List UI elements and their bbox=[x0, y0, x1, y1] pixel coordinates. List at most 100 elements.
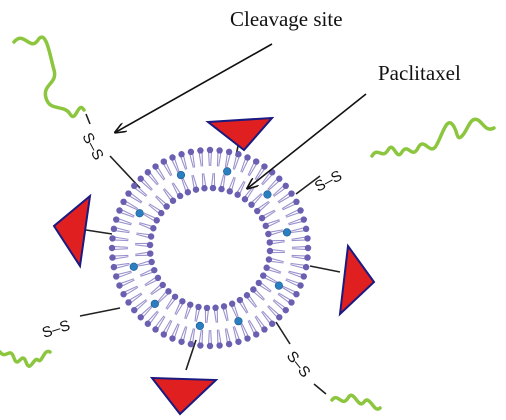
lipid-head bbox=[220, 303, 228, 310]
paclitaxel-dot bbox=[223, 167, 232, 176]
lipid-head bbox=[184, 189, 192, 196]
lipid-head bbox=[169, 335, 176, 342]
lipid-head bbox=[288, 190, 295, 197]
lipid-head bbox=[131, 182, 138, 190]
lipid-head bbox=[203, 304, 211, 312]
linker-lines bbox=[79, 113, 341, 395]
lipid-head bbox=[236, 296, 244, 304]
lipid-head bbox=[113, 273, 120, 280]
paclitaxel-dot bbox=[176, 170, 186, 180]
lipid-head bbox=[125, 299, 132, 306]
paclitaxel-dot bbox=[263, 190, 272, 199]
lipid-head bbox=[163, 203, 170, 210]
lipid-head bbox=[282, 182, 289, 190]
lipid-head bbox=[110, 263, 118, 271]
lipid-head bbox=[108, 244, 116, 252]
lipid-head bbox=[152, 326, 159, 333]
lipid-head bbox=[209, 184, 217, 192]
linker-line-bottom-right bbox=[275, 321, 291, 345]
lipid-head bbox=[153, 217, 160, 224]
lipid-head bbox=[212, 304, 219, 311]
paclitaxel-dot bbox=[135, 209, 144, 218]
lipid-head bbox=[192, 186, 200, 193]
paclitaxel-dot bbox=[234, 317, 243, 326]
lipid-head bbox=[176, 192, 184, 200]
lipid-head bbox=[137, 314, 144, 321]
lipid-head bbox=[131, 306, 138, 314]
targeting-ligands bbox=[52, 116, 376, 416]
lipid-head bbox=[265, 230, 272, 238]
lipid-head bbox=[216, 342, 223, 349]
lipid-head bbox=[225, 340, 233, 348]
lipid-head bbox=[154, 274, 162, 282]
lipid-head bbox=[116, 282, 123, 289]
inner-leaflet bbox=[134, 172, 286, 324]
lipid-head bbox=[248, 201, 255, 208]
lipid-head bbox=[187, 301, 194, 308]
lipid-head bbox=[297, 207, 304, 214]
lipid-head bbox=[206, 342, 214, 350]
lipid-head bbox=[206, 146, 214, 154]
cleavage-site-label: Cleavage site bbox=[230, 7, 343, 31]
lipid-head bbox=[187, 340, 195, 348]
lipid-head bbox=[276, 175, 283, 182]
lipid-head bbox=[116, 207, 123, 214]
lipid-head bbox=[158, 209, 165, 217]
ss-linker-bottom-left: S–S bbox=[40, 317, 72, 342]
lipid-head bbox=[195, 303, 202, 311]
polymer-chain-top-left bbox=[12, 35, 86, 119]
lipid-head bbox=[169, 154, 176, 161]
lipid-head bbox=[250, 286, 257, 293]
lipid-bilayer bbox=[108, 146, 312, 350]
lipid-head bbox=[304, 254, 311, 261]
lipid-head bbox=[120, 290, 127, 298]
lipid-head bbox=[147, 233, 155, 240]
lipid-head bbox=[125, 190, 132, 197]
lipid-head bbox=[244, 335, 251, 342]
lipid-head bbox=[146, 241, 154, 249]
lipid-head bbox=[268, 320, 276, 327]
lipid-head bbox=[266, 239, 273, 246]
lipid-head bbox=[159, 281, 166, 289]
lipid-head bbox=[144, 169, 152, 176]
lipid-head bbox=[110, 225, 118, 233]
lipid-head bbox=[255, 279, 262, 287]
lipid-head bbox=[258, 214, 266, 222]
outer-leaflet bbox=[108, 146, 312, 350]
lipid-head bbox=[109, 235, 116, 242]
paclitaxel-label: Paclitaxel bbox=[378, 61, 461, 85]
lipid-head bbox=[201, 185, 208, 192]
paclitaxel-arrow bbox=[248, 93, 367, 188]
lipid-head bbox=[252, 158, 260, 165]
ligand-stem-right bbox=[309, 265, 341, 273]
lipid-head bbox=[160, 331, 168, 338]
linker-line-top-right bbox=[295, 175, 321, 195]
ligand-triangle-right bbox=[338, 243, 376, 317]
lipid-head bbox=[109, 254, 116, 261]
lipid-head bbox=[178, 151, 185, 158]
lipid-head bbox=[151, 266, 158, 274]
polymer-chain-top-right bbox=[370, 117, 496, 158]
lipid-head bbox=[226, 188, 233, 195]
paclitaxel-dot bbox=[150, 299, 159, 308]
lipid-head bbox=[241, 196, 249, 203]
ss-linker-top-right: S–S bbox=[312, 167, 345, 195]
lipid-head bbox=[218, 185, 225, 193]
lipid-head bbox=[293, 290, 300, 298]
lipid-head bbox=[165, 288, 172, 295]
lipid-head bbox=[120, 198, 127, 206]
polymer-chain-bottom-left bbox=[0, 349, 52, 368]
lipid-head bbox=[178, 338, 185, 345]
ss-linker-bottom-right: S–S bbox=[283, 348, 314, 381]
lipid-head bbox=[197, 342, 204, 349]
lipid-head bbox=[261, 326, 268, 333]
lipid-head bbox=[160, 158, 168, 165]
lipid-head bbox=[147, 250, 154, 257]
lipid-head bbox=[197, 147, 204, 154]
polymer-chains bbox=[0, 35, 496, 411]
ligand-stem-bottom bbox=[185, 339, 197, 371]
linker-line-top-left-lower bbox=[109, 155, 141, 189]
lipid-head bbox=[150, 225, 157, 232]
